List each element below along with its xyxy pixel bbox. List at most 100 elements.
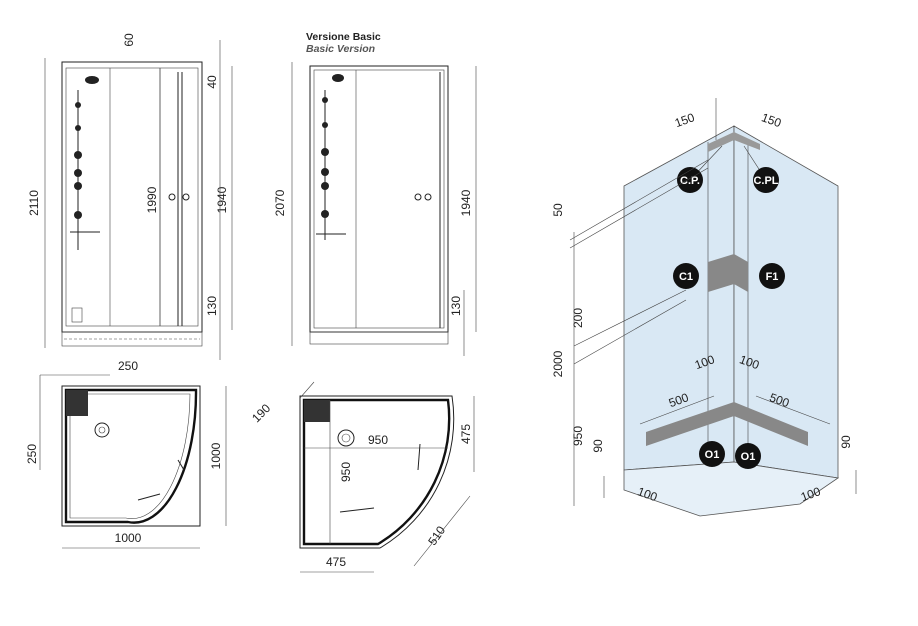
label-c1: C1 [679,271,693,283]
label-cp: C.P. [680,175,700,187]
dim-plan-right-corner: 190 [249,401,273,425]
door-swing-arrow [177,459,185,471]
dim-install-base-left: 90 [591,439,605,453]
dim-plan-right-side: 475 [459,424,473,444]
marker-f1 [759,263,785,289]
dim-install-floor-right: 100 [799,484,823,504]
marker-cp [677,167,703,193]
plan-left-tray-inner [69,393,191,519]
jet-icon [321,210,329,218]
marker-o1-right [735,443,761,469]
mixer-knob-icon [74,169,82,177]
plan-right-tray [302,398,451,546]
dim-basic-side-height: 1940 [459,189,473,216]
door-handle-icon [414,193,422,201]
front-view: 2110 1990 1940 60 40 130 [27,33,233,360]
jet-icon [322,97,328,103]
dim-install-top-left: 150 [673,110,697,130]
plan-left-tray [64,388,198,524]
front-tray [61,331,203,347]
front-inner-frame [65,67,199,327]
dim-line-top-gap-2 [569,167,709,249]
mixer-knob-icon [321,182,329,190]
dim-install-side-left: 500 [667,390,691,410]
front-frame [61,61,203,333]
o1-left-block [646,402,734,446]
label-o1-left: O1 [705,449,720,461]
plan-view-left: 250 250 1000 1000 [25,359,227,549]
dim-install-mid: 200 [571,308,585,328]
drain-icon [337,429,355,447]
dim-total-height: 2110 [27,190,41,216]
drain-inner-icon [341,433,351,443]
dim-line-diagonal [413,495,471,567]
column-block [66,390,88,416]
door-handle-icon [182,193,190,201]
dim-plan-left-left-offset: 250 [25,444,39,464]
drain-icon [94,422,110,438]
dim-install-floor-left: 100 [636,484,660,504]
jet-icon [75,125,81,131]
plan-view-right: 190 950 950 475 475 510 [249,381,475,573]
dim-basic-total-height: 2070 [273,189,287,216]
drain-inner-icon [98,426,106,434]
dim-tray: 130 [205,296,219,316]
dim-line-mid [573,289,687,347]
door-swing-arrow [137,493,161,501]
drain-box [71,307,83,323]
marker-cpl [753,167,779,193]
c1-f1-block [708,254,748,292]
label-cpl: C.PL [753,175,778,187]
basic-frame [309,65,449,333]
dim-upper: 40 [205,75,219,89]
plan-left-outline [61,385,201,527]
dim-basic-tray: 130 [449,296,463,316]
dim-top: 60 [122,33,136,47]
door-swing-arrow [417,443,421,471]
dim-line-side-right [755,395,831,425]
dim-line-corner [299,381,315,399]
floor [623,461,840,517]
mixer-knob-icon [74,182,82,190]
dim-plan-left-width: 1000 [115,531,142,545]
dim-side-height: 1940 [215,186,229,213]
dim-install-top-gap: 50 [551,203,565,217]
dim-install-inner-left: 100 [693,352,717,372]
basic-version-title: Versione Basic [306,31,381,43]
basic-version-view: Versione Basic Basic Version 2070 1940 1… [273,31,477,356]
jet-icon [75,102,81,108]
dim-install-height: 2000 [551,350,565,377]
plan-right-outline [299,395,455,549]
marker-o1-left [699,441,725,467]
jet-icon [321,148,329,156]
dim-line-side-left [639,395,715,425]
jet-icon [322,122,328,128]
dim-install-low: 950 [571,426,585,446]
dim-line-top-gap [569,159,709,241]
label-f1: F1 [766,271,779,283]
basic-version-subtitle: Basic Version [306,43,375,55]
jet-icon [74,151,82,159]
shower-head-icon [85,76,99,84]
dim-line-mid-2 [573,299,687,365]
column-block [304,400,330,422]
dim-plan-left-depth: 1000 [209,442,223,469]
shower-head-icon [332,74,344,82]
door-handle-icon [168,193,176,201]
basic-inner-frame [313,69,445,329]
marker-c1 [673,263,699,289]
dim-install-side-right: 500 [768,390,792,410]
dim-install-base-right: 90 [839,435,853,449]
door-swing-arrow [339,507,375,513]
basic-tray [309,331,449,345]
dim-plan-right-bottom: 475 [326,555,346,569]
dim-plan-left-top-offset: 250 [118,359,138,373]
o1-right-block [734,402,808,446]
dim-install-inner-right: 100 [738,352,762,372]
dim-door-height: 1990 [145,186,159,213]
dim-plan-right-depth: 950 [339,462,353,482]
door-handle-icon [424,193,432,201]
label-o1-right: O1 [741,451,756,463]
mixer-knob-icon [321,168,329,176]
